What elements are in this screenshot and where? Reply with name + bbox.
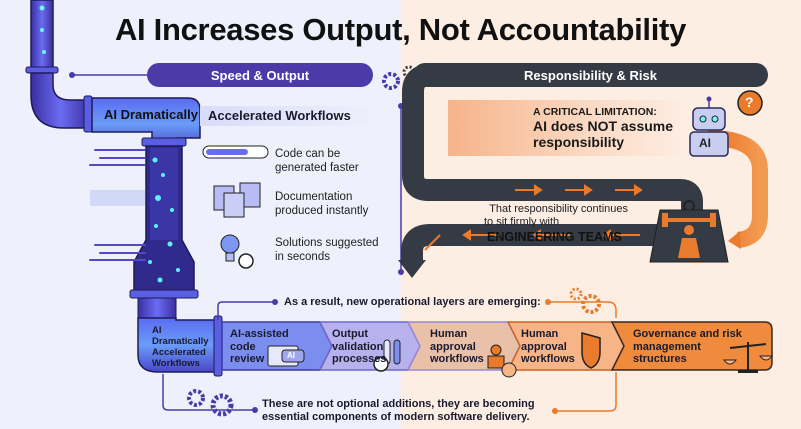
feature-line: generated faster — [275, 162, 359, 174]
speed-output-label: Speed & Output — [210, 67, 310, 83]
stage-line: management — [633, 340, 701, 353]
documents-icon — [213, 182, 261, 218]
pipe-top — [25, 0, 201, 151]
critical-kicker: A CRITICAL LIMITATION: — [533, 106, 657, 118]
closing-note: These are not optional additions, they a… — [262, 398, 535, 424]
stage-human-approval-1: Human approval workflows — [430, 328, 484, 366]
critical-limitation-text: A CRITICAL LIMITATION: AI does NOT assum… — [533, 106, 673, 150]
stage-ai-badge: AI — [287, 351, 295, 360]
responsibility-text: That responsibility continues to sit fir… — [470, 203, 628, 229]
feature-solutions: Solutions suggested in seconds — [275, 236, 379, 264]
stage-ai-code-review: AI-assisted code review — [230, 328, 289, 366]
closing-line-1: These are not optional additions, they a… — [262, 398, 535, 410]
responsibility-line-2: to sit firmly with — [484, 216, 560, 228]
feature-documentation: Documentation produced instantly — [275, 190, 368, 218]
pipe-label: AI Dramatically — [104, 107, 198, 122]
stamp-check-icon — [487, 344, 517, 378]
outlet-line: AI — [152, 325, 162, 336]
feature-line: produced instantly — [275, 205, 369, 217]
responsibility-line-1: That responsibility continues — [489, 203, 628, 215]
stage-line: structures — [633, 353, 687, 365]
connectors — [69, 72, 617, 414]
robot-icon — [689, 90, 763, 157]
outlet-line: Workflows — [152, 358, 200, 369]
responsibility-risk-header: Responsibility & Risk — [413, 63, 768, 87]
stage-line: workflows — [430, 353, 484, 365]
critical-line-2: responsibility — [533, 134, 625, 150]
feature-code: Code can be generated faster — [275, 147, 359, 175]
robot-badge: AI — [699, 136, 711, 150]
weight-lifter-icon — [649, 200, 729, 263]
engineering-teams: ENGINEERING TEAMS — [487, 230, 622, 244]
stage-line: Human — [430, 328, 468, 340]
pipe-middle — [89, 137, 199, 319]
pipe-bottom — [137, 315, 223, 377]
feature-line: Documentation — [275, 191, 353, 203]
stage-line: code — [230, 340, 256, 353]
critical-limitation-box — [448, 100, 688, 156]
stage-line: review — [230, 353, 265, 365]
stage-output-validation: Output validation processes — [332, 328, 386, 366]
feature-line: in seconds — [275, 251, 330, 263]
speed-output-header: Speed & Output — [147, 63, 373, 87]
stage-human-approval-2: Human approval workflows — [521, 328, 575, 366]
accelerated-workflows-banner: Accelerated Workflows — [200, 106, 378, 126]
intro-note: As a result, new operational layers are … — [284, 296, 541, 308]
stage-line: approval — [430, 340, 476, 353]
page-title: AI Increases Output, Not Accountability — [114, 12, 687, 47]
test-tubes-magnifier-icon — [373, 339, 401, 372]
question-mark: ? — [745, 94, 754, 110]
stage-line: Output — [332, 328, 369, 340]
outlet-line: Accelerated — [152, 347, 206, 358]
stage-line: validation — [332, 340, 384, 353]
stage-line: Governance and risk — [633, 328, 742, 340]
critical-line-1: AI does NOT assume — [533, 118, 674, 134]
scales-icon — [722, 342, 774, 373]
robot-code-icon — [267, 345, 305, 367]
pipe-outlet-label: AI Dramatically Accelerated Workflows — [152, 325, 209, 369]
stage-line: approval — [521, 340, 567, 353]
stage-governance: Governance and risk management structure… — [633, 328, 742, 366]
lightbulb-stopwatch-icon — [220, 234, 254, 269]
stage-line: Human — [521, 328, 559, 340]
shield-icon — [581, 332, 601, 369]
outlet-line: Dramatically — [152, 336, 209, 347]
responsibility-risk-label: Responsibility & Risk — [524, 67, 657, 83]
stage-line: processes — [332, 353, 387, 365]
closing-line-2: essential components of modern software … — [262, 411, 530, 423]
stage-line: AI-assisted — [230, 328, 289, 340]
progress-bar-icon — [202, 145, 269, 159]
feature-line: Solutions suggested — [275, 237, 379, 249]
stage-line: workflows — [521, 353, 575, 365]
feature-line: Code can be — [275, 148, 341, 160]
